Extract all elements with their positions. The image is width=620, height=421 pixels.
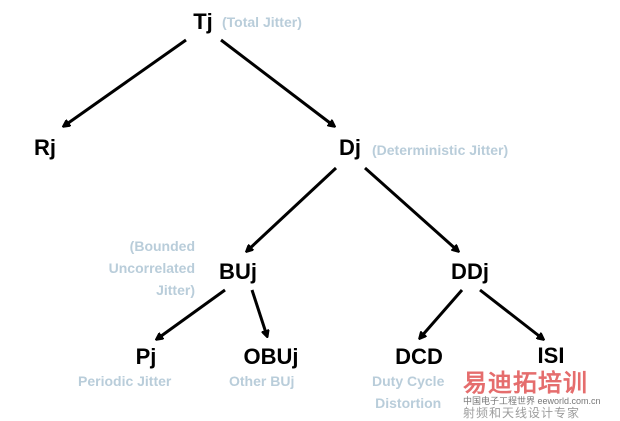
label-buj: (Bounded Uncorrelated Jitter) [109, 235, 195, 301]
label-buj-line: Uncorrelated [108, 260, 195, 276]
label-tj: (Total Jitter) [222, 14, 302, 30]
label-buj-line: (Bounded [129, 238, 195, 254]
watermark-brand: 易迪拓培训 [463, 370, 588, 397]
node-isi: ISI [537, 343, 565, 368]
edge-tj-rj [64, 38, 187, 126]
node-tj: Tj [193, 9, 213, 34]
edge-buj-obuj [250, 289, 267, 336]
node-rj: Rj [34, 135, 56, 160]
label-buj-line: Jitter) [156, 282, 195, 298]
node-buj: BUj [219, 259, 257, 284]
label-pj: Periodic Jitter [78, 373, 172, 389]
label-dcd-line: Duty Cycle [372, 373, 445, 389]
edge-dj-buj [247, 166, 338, 251]
node-dj: Dj [339, 135, 361, 160]
edge-ddj-dcd [420, 289, 464, 338]
node-obuj: OBUj [243, 344, 299, 369]
label-obuj: Other BUj [229, 373, 295, 389]
node-ddj: DDj [451, 259, 489, 284]
node-pj: Pj [135, 344, 157, 369]
edge-tj-dj [220, 38, 334, 126]
label-dj: (Deterministic Jitter) [372, 142, 509, 158]
watermark-site: 中国电子工程世界 eeworld.com.cn [463, 396, 601, 406]
watermark-tagline: 射频和天线设计专家 [463, 406, 581, 420]
node-dcd: DCD [395, 344, 443, 369]
label-dcd-line: Distortion [375, 395, 442, 411]
edge-dj-ddj [364, 166, 458, 251]
edge-ddj-isi [479, 288, 543, 339]
label-dcd: Duty Cycle Distortion [372, 370, 444, 414]
edge-buj-pj [157, 288, 226, 339]
